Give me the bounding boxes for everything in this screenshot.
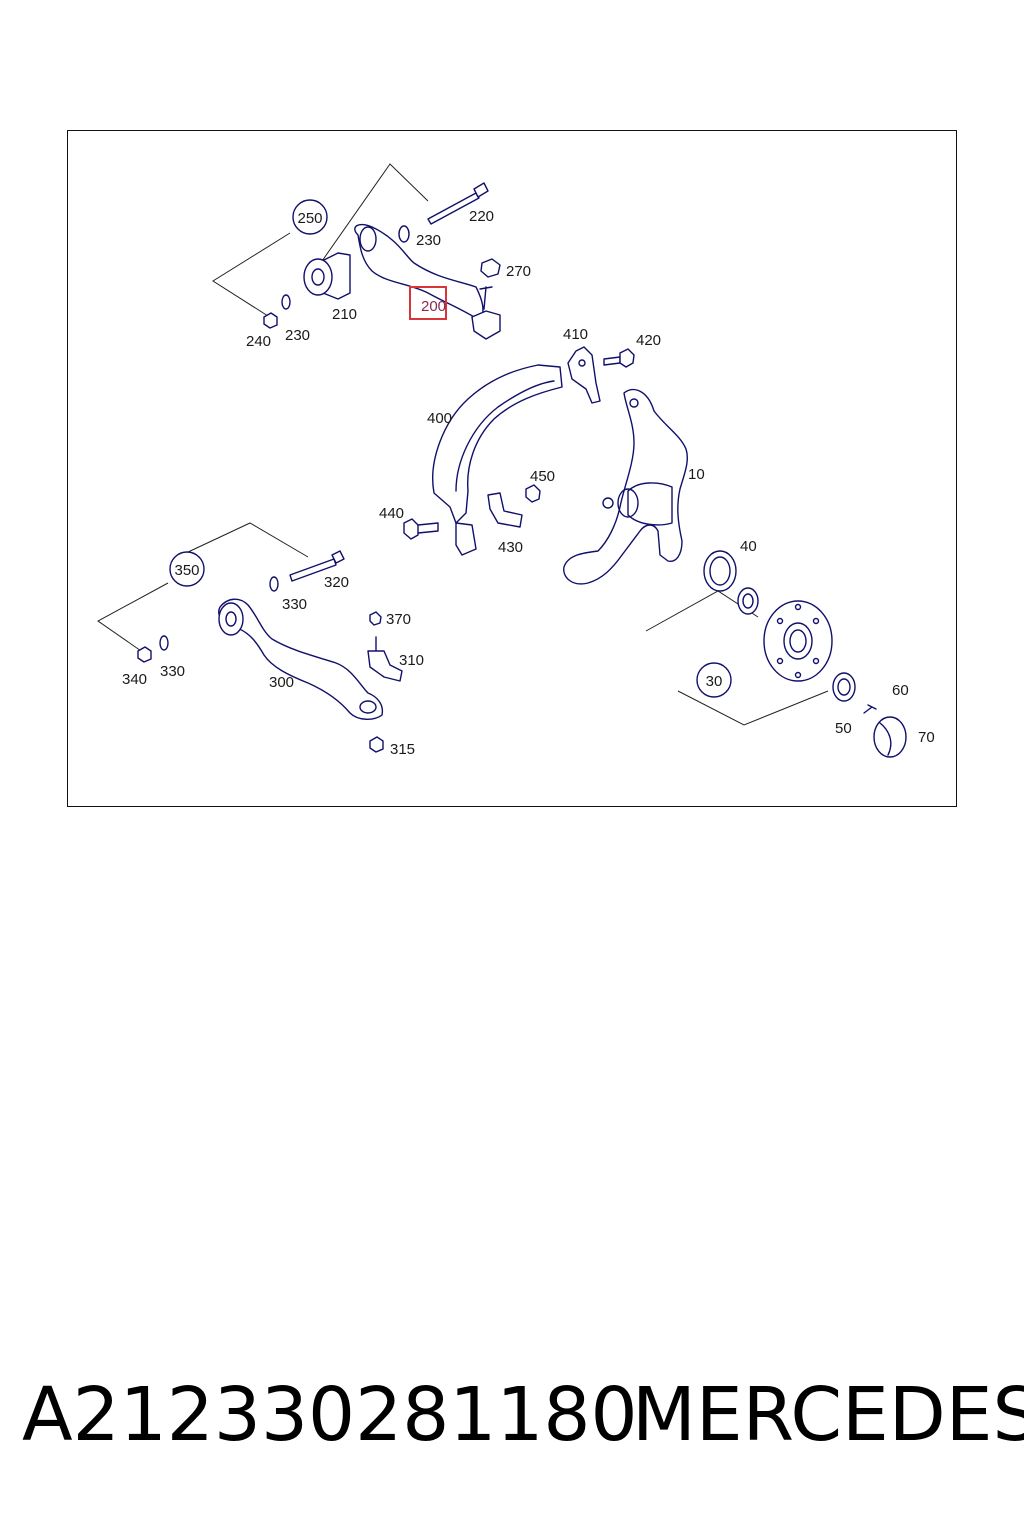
callout-410[interactable]: 410 — [563, 326, 588, 343]
group-30: 30 40 — [645, 538, 935, 758]
exploded-parts-diagram: 250 220 230 270 200 — [67, 130, 957, 807]
callout-300[interactable]: 300 — [269, 674, 294, 691]
axle-nut-50-drawing — [832, 672, 856, 702]
bolt-220-drawing — [427, 182, 489, 225]
callout-330-upper[interactable]: 330 — [282, 596, 307, 613]
callout-310[interactable]: 310 — [399, 652, 424, 669]
brand-name: MERCEDES — [632, 1372, 1024, 1458]
callout-270[interactable]: 270 — [506, 263, 531, 280]
callout-400[interactable]: 400 — [427, 410, 452, 427]
nut-240-drawing — [263, 312, 278, 329]
callout-240[interactable]: 240 — [246, 333, 271, 350]
ball-joint-310-drawing — [367, 636, 403, 682]
nut-370-drawing — [369, 611, 382, 626]
washer-230-lower-drawing — [281, 294, 291, 310]
callout-60[interactable]: 60 — [892, 682, 909, 699]
callout-40[interactable]: 40 — [740, 538, 757, 555]
group-350: 350 320 330 370 310 — [97, 522, 424, 758]
callout-350[interactable]: 350 — [174, 562, 199, 579]
bolt-320-drawing — [289, 550, 345, 582]
callout-220[interactable]: 220 — [469, 208, 494, 225]
control-arm-300-drawing — [218, 598, 384, 720]
group-callout-circle-350 — [169, 551, 205, 587]
bracket-410-drawing — [567, 346, 601, 404]
washer-330-upper-drawing — [269, 576, 279, 592]
callout-230-top[interactable]: 230 — [416, 232, 441, 249]
nut-315-drawing — [369, 736, 384, 753]
callout-340[interactable]: 340 — [122, 671, 147, 688]
front-axle-suspension-drawing: 250 220 230 270 200 — [97, 163, 935, 758]
callout-315[interactable]: 315 — [390, 741, 415, 758]
group-callout-circle-250 — [292, 199, 328, 235]
subframe-400-drawing — [432, 364, 563, 556]
wheel-hub-drawing — [763, 600, 833, 682]
callout-450[interactable]: 450 — [530, 468, 555, 485]
bearing-drawing — [737, 587, 759, 615]
callout-330-lower[interactable]: 330 — [160, 663, 185, 680]
nut-450-drawing — [525, 484, 541, 503]
callout-370[interactable]: 370 — [386, 611, 411, 628]
callout-250[interactable]: 250 — [297, 210, 322, 227]
callout-70[interactable]: 70 — [918, 729, 935, 746]
seal-40-drawing — [703, 550, 737, 592]
bushing-210-drawing — [303, 252, 351, 300]
part-number: A212330281180 — [22, 1372, 638, 1458]
steering-knuckle-10-drawing — [563, 388, 689, 585]
callout-440[interactable]: 440 — [379, 505, 404, 522]
bracket-430-drawing — [487, 492, 523, 528]
bolt-440-drawing — [403, 518, 439, 540]
control-arm-200-drawing — [354, 223, 501, 340]
callout-30[interactable]: 30 — [706, 673, 723, 690]
washer-330-lower-drawing — [159, 635, 169, 651]
callout-320[interactable]: 320 — [324, 574, 349, 591]
caption-bar: A212330281180 MERCEDES — [18, 1372, 1024, 1472]
washer-230-top-drawing — [398, 225, 410, 243]
callout-50[interactable]: 50 — [835, 720, 852, 737]
group-callout-circle-30 — [696, 662, 732, 698]
callout-430[interactable]: 430 — [498, 539, 523, 556]
hub-cap-70-drawing — [873, 716, 907, 758]
highlight-box-200 — [409, 286, 447, 320]
callout-210[interactable]: 210 — [332, 306, 357, 323]
nut-340-drawing — [137, 646, 152, 663]
callout-420[interactable]: 420 — [636, 332, 661, 349]
group-250: 250 220 230 270 200 — [212, 163, 531, 350]
nut-270-drawing — [480, 258, 501, 278]
callout-230-lower[interactable]: 230 — [285, 327, 310, 344]
callout-10[interactable]: 10 — [688, 466, 705, 483]
bolt-420-drawing — [603, 348, 635, 368]
callout-200[interactable]: 200 — [421, 298, 446, 315]
screw-60-drawing — [863, 704, 877, 714]
